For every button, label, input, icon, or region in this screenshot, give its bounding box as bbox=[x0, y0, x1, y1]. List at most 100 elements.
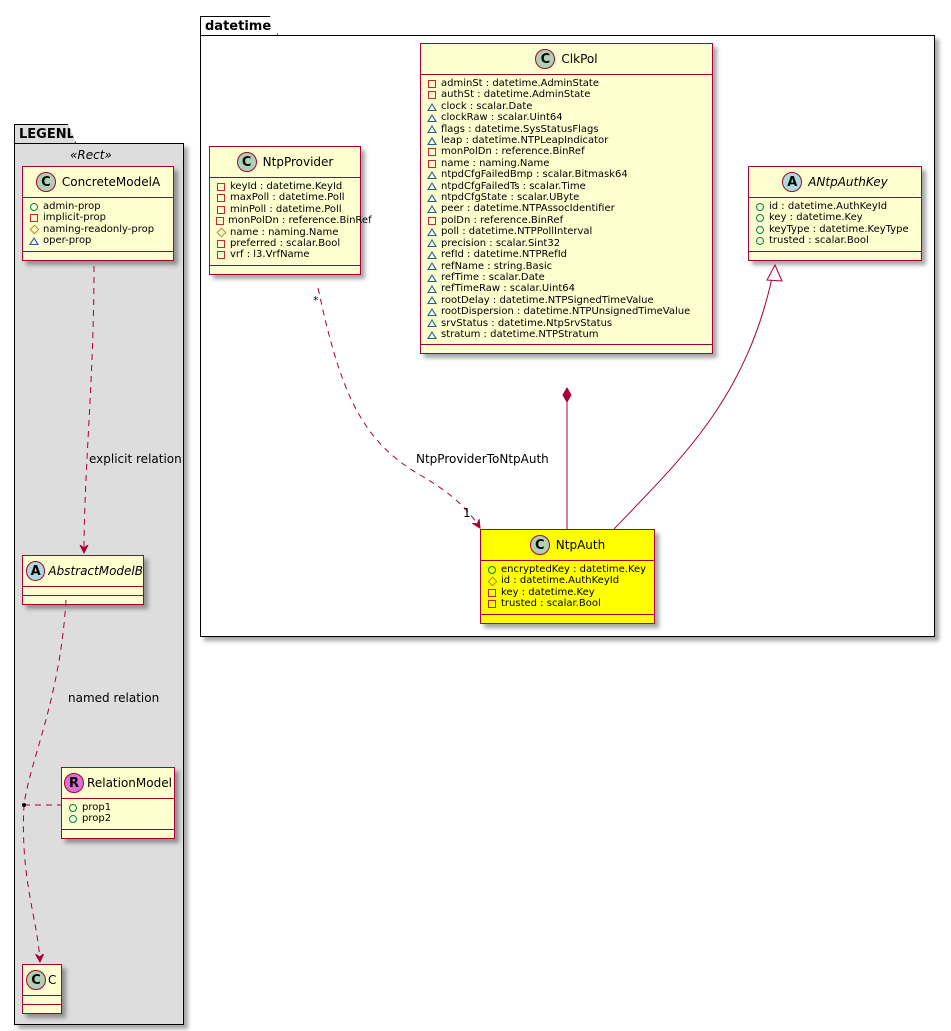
protected-visibility-icon bbox=[29, 224, 39, 235]
attribute-text: flags : datetime.SysStatusFlags bbox=[441, 123, 599, 135]
public-visibility-icon bbox=[755, 202, 765, 211]
package-visibility-icon bbox=[427, 319, 437, 328]
attribute-text: ntpdCfgState : scalar.UByte bbox=[441, 192, 580, 204]
abstract-badge-icon: A bbox=[26, 561, 46, 581]
attribute-row: stratum : datetime.NTPStratum bbox=[427, 329, 706, 340]
public-visibility-icon bbox=[755, 214, 765, 223]
attribute-list bbox=[23, 996, 61, 1005]
attribute-row: prop2 bbox=[68, 813, 168, 824]
attribute-row: id : datetime.AuthKeyId bbox=[755, 201, 915, 212]
attribute-text: peer : datetime.NTPAssocIdentifier bbox=[441, 203, 615, 215]
protected-visibility-icon bbox=[216, 227, 226, 238]
abstract-badge-icon: A bbox=[782, 172, 803, 192]
package-visibility-icon bbox=[427, 182, 437, 191]
method-list bbox=[481, 615, 654, 623]
class-c[interactable]: C C bbox=[22, 964, 62, 1014]
legend-stereotype: «Rect» bbox=[70, 148, 112, 162]
attribute-row: ntpdCfgFailedTs : scalar.Time bbox=[427, 181, 706, 192]
attribute-text: polDn : reference.BinRef bbox=[441, 214, 564, 226]
private-visibility-icon bbox=[427, 79, 437, 88]
attribute-text: preferred : scalar.Bool bbox=[230, 238, 341, 250]
protected-visibility-icon bbox=[487, 576, 497, 587]
private-visibility-icon bbox=[216, 239, 226, 248]
attribute-row: precision : scalar.Sint32 bbox=[427, 238, 706, 249]
attribute-text: ntpdCfgFailedTs : scalar.Time bbox=[441, 180, 586, 192]
attribute-text: name : naming.Name bbox=[441, 157, 550, 169]
class-header: R RelationModel bbox=[62, 768, 174, 799]
method-list bbox=[23, 596, 143, 604]
package-visibility-icon bbox=[427, 193, 437, 202]
class-badge-icon: C bbox=[35, 172, 56, 192]
class-abstract-model-b[interactable]: A AbstractModelB bbox=[22, 555, 144, 605]
private-visibility-icon bbox=[29, 214, 39, 223]
attribute-text: vrf : l3.VrfName bbox=[230, 249, 310, 261]
method-list bbox=[421, 345, 712, 353]
attribute-text: precision : scalar.Sint32 bbox=[441, 237, 561, 249]
public-visibility-icon bbox=[68, 815, 78, 824]
class-header: A AbstractModelB bbox=[23, 556, 143, 587]
attribute-text: refId : datetime.NTPRefId bbox=[441, 249, 567, 261]
attribute-row: keyType : datetime.KeyType bbox=[755, 224, 915, 235]
attribute-row: peer : datetime.NTPAssocIdentifier bbox=[427, 203, 706, 214]
attribute-row: monPolDn : reference.BinRef bbox=[427, 146, 706, 157]
attribute-text: encryptedKey : datetime.Key bbox=[501, 564, 647, 575]
attribute-text: adminSt : datetime.AdminState bbox=[441, 78, 599, 89]
attribute-row: srvStatus : datetime.NtpSrvStatus bbox=[427, 318, 706, 329]
attribute-row: rootDispersion : datetime.NTPUnsignedTim… bbox=[427, 306, 706, 317]
attribute-row: ntpdCfgFailedBmp : scalar.Bitmask64 bbox=[427, 169, 706, 180]
class-name: AbstractModelB bbox=[48, 564, 143, 578]
attribute-row: name : naming.Name bbox=[427, 158, 706, 169]
attribute-text: keyType : datetime.KeyType bbox=[769, 223, 909, 235]
attribute-text: leap : datetime.NTPLeapIndicator bbox=[441, 135, 609, 147]
attribute-row: refTimeRaw : scalar.Uint64 bbox=[427, 283, 706, 294]
private-visibility-icon bbox=[216, 194, 226, 203]
attribute-row: implicit-prop bbox=[29, 212, 167, 223]
package-visibility-icon bbox=[427, 205, 437, 214]
package-visibility-icon bbox=[427, 307, 437, 316]
class-name: NtpProvider bbox=[262, 155, 334, 169]
attribute-row: prop1 bbox=[68, 802, 168, 813]
attribute-text: monPolDn : reference.BinRef bbox=[228, 215, 372, 227]
attribute-row: admin-prop bbox=[29, 201, 167, 212]
attribute-text: clockRaw : scalar.Uint64 bbox=[441, 112, 563, 124]
attribute-row: clock : scalar.Date bbox=[427, 101, 706, 112]
attribute-text: refTime : scalar.Date bbox=[441, 271, 545, 283]
attribute-text: prop1 bbox=[82, 802, 112, 813]
class-badge-icon: C bbox=[535, 49, 556, 69]
attribute-row: polDn : reference.BinRef bbox=[427, 215, 706, 226]
class-name: ANtpAuthKey bbox=[808, 175, 888, 189]
public-visibility-icon bbox=[755, 236, 765, 245]
named-relation-label: named relation bbox=[68, 691, 160, 705]
attribute-row: refName : string.Basic bbox=[427, 261, 706, 272]
attribute-row: refId : datetime.NTPRefId bbox=[427, 249, 706, 260]
attribute-row: authSt : datetime.AdminState bbox=[427, 89, 706, 100]
attribute-text: trusted : scalar.Bool bbox=[769, 235, 869, 247]
attribute-text: id : datetime.AuthKeyId bbox=[501, 575, 620, 587]
attribute-row: oper-prop bbox=[29, 235, 167, 246]
package-visibility-icon bbox=[427, 330, 437, 339]
attribute-row: clockRaw : scalar.Uint64 bbox=[427, 112, 706, 123]
explicit-relation-label: explicit relation bbox=[89, 452, 182, 466]
package-visibility-icon bbox=[427, 239, 437, 248]
package-visibility-icon bbox=[427, 262, 437, 271]
package-visibility-icon bbox=[427, 125, 437, 134]
class-header: C C bbox=[23, 965, 61, 996]
private-visibility-icon bbox=[216, 251, 226, 260]
attribute-text: monPolDn : reference.BinRef bbox=[441, 146, 585, 158]
attribute-row: encryptedKey : datetime.Key bbox=[487, 564, 648, 575]
public-visibility-icon bbox=[29, 202, 39, 211]
attribute-row: keyId : datetime.KeyId bbox=[216, 181, 354, 192]
attribute-text: id : datetime.AuthKeyId bbox=[769, 201, 888, 212]
class-badge-icon: C bbox=[529, 535, 550, 555]
attribute-text: naming-readonly-prop bbox=[43, 223, 155, 235]
multiplicity-source: * bbox=[313, 294, 319, 307]
